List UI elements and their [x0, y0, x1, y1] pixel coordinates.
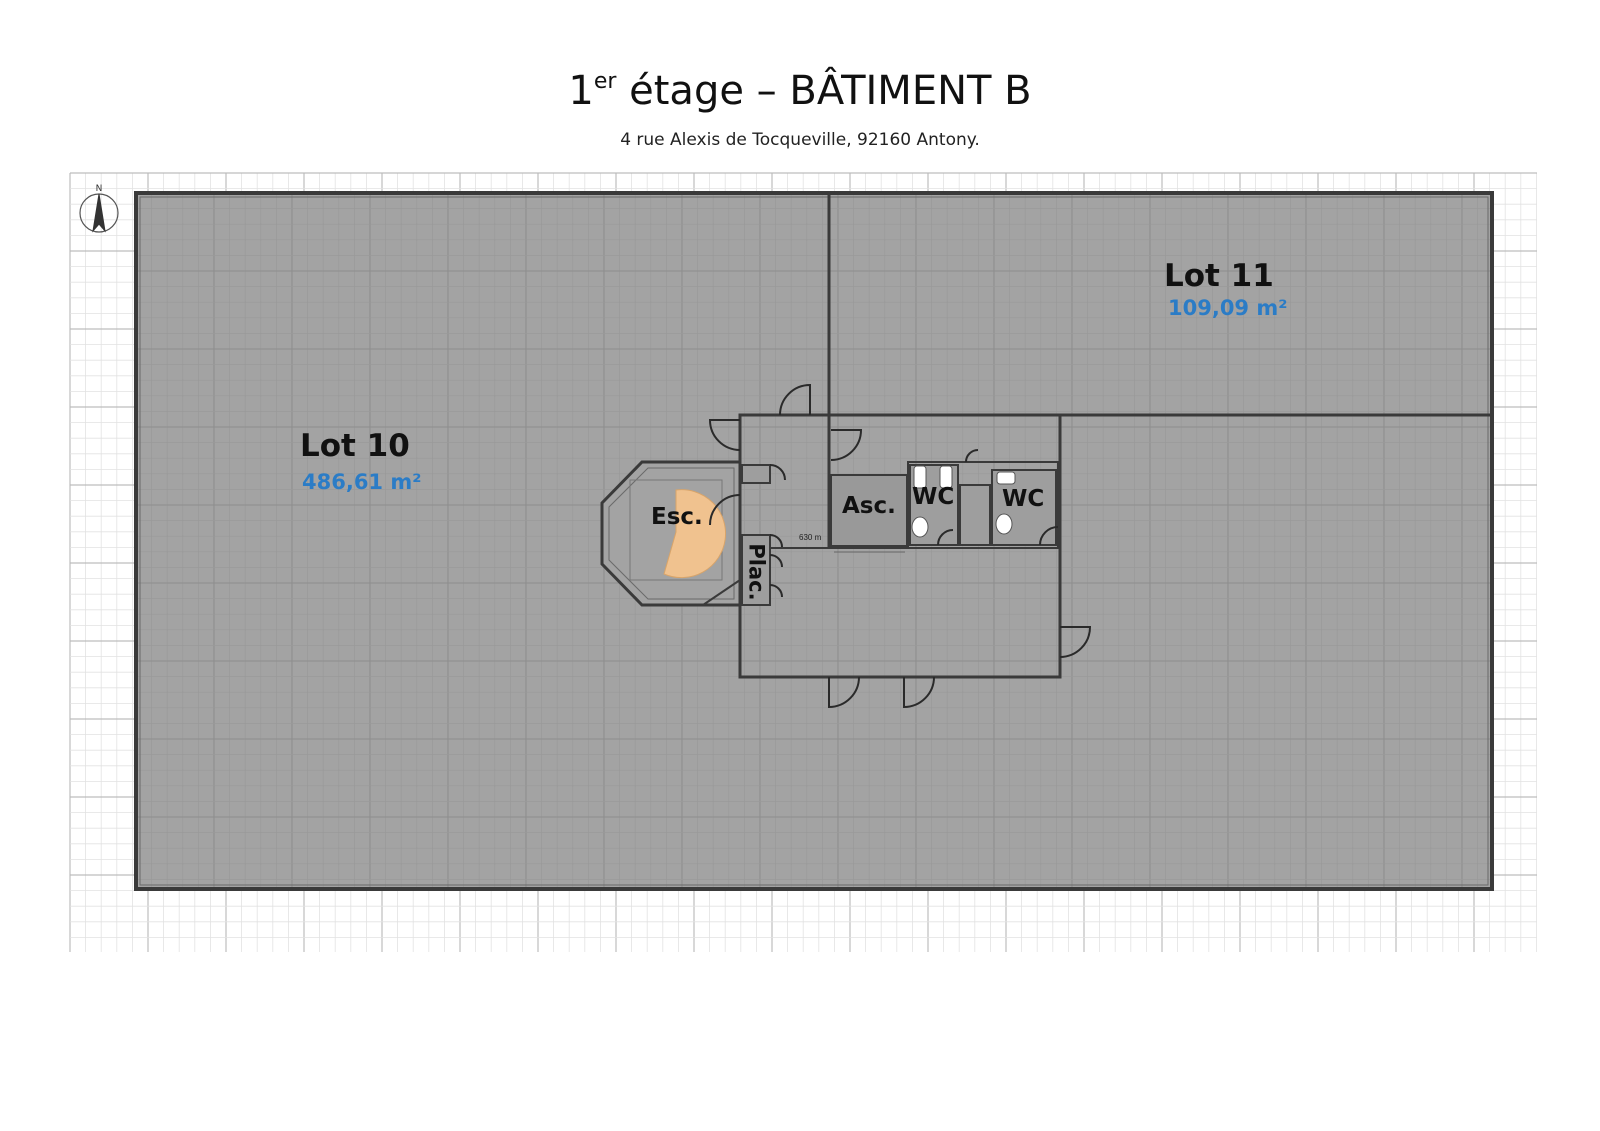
closet: [741, 534, 771, 606]
wc-1-label: WC: [912, 484, 955, 510]
title-rest: étage – BÂTIMENT B: [616, 68, 1032, 114]
title-prefix: 1: [568, 68, 594, 114]
address-subtitle: 4 rue Alexis de Tocqueville, 92160 Anton…: [620, 130, 980, 150]
wc-2-label: WC: [1002, 486, 1045, 512]
lot-10-label: Lot 10: [300, 428, 410, 464]
north-arrow-icon: N: [79, 184, 119, 233]
dimension-annotation: 630 m: [799, 533, 822, 542]
doors: [708, 383, 1092, 709]
toilet-icon: [911, 465, 1016, 538]
title-superscript: er: [593, 69, 617, 94]
central-core: [738, 413, 1062, 679]
stair-tower: [600, 460, 771, 607]
outer-wall: [134, 191, 1494, 891]
wc-block: [907, 461, 1059, 549]
elevator-label: Asc.: [842, 493, 896, 519]
wc-duct: [959, 484, 991, 546]
lot-10-area: 486,61 m²: [302, 470, 422, 494]
floor-grid: [135, 192, 1492, 889]
stairs-label: Esc.: [651, 504, 703, 530]
page-title: 1er étage – BÂTIMENT B: [0, 68, 1600, 114]
spiral-stair: [663, 489, 727, 579]
outer-wall-inner-line: [139, 196, 1489, 886]
lot-11-label: Lot 11: [1164, 258, 1274, 294]
floor-slab: [136, 193, 1492, 889]
compass-north-label: N: [96, 184, 103, 194]
lot-11-area: 109,09 m²: [1168, 296, 1288, 320]
closet-label: Plac.: [744, 543, 769, 601]
